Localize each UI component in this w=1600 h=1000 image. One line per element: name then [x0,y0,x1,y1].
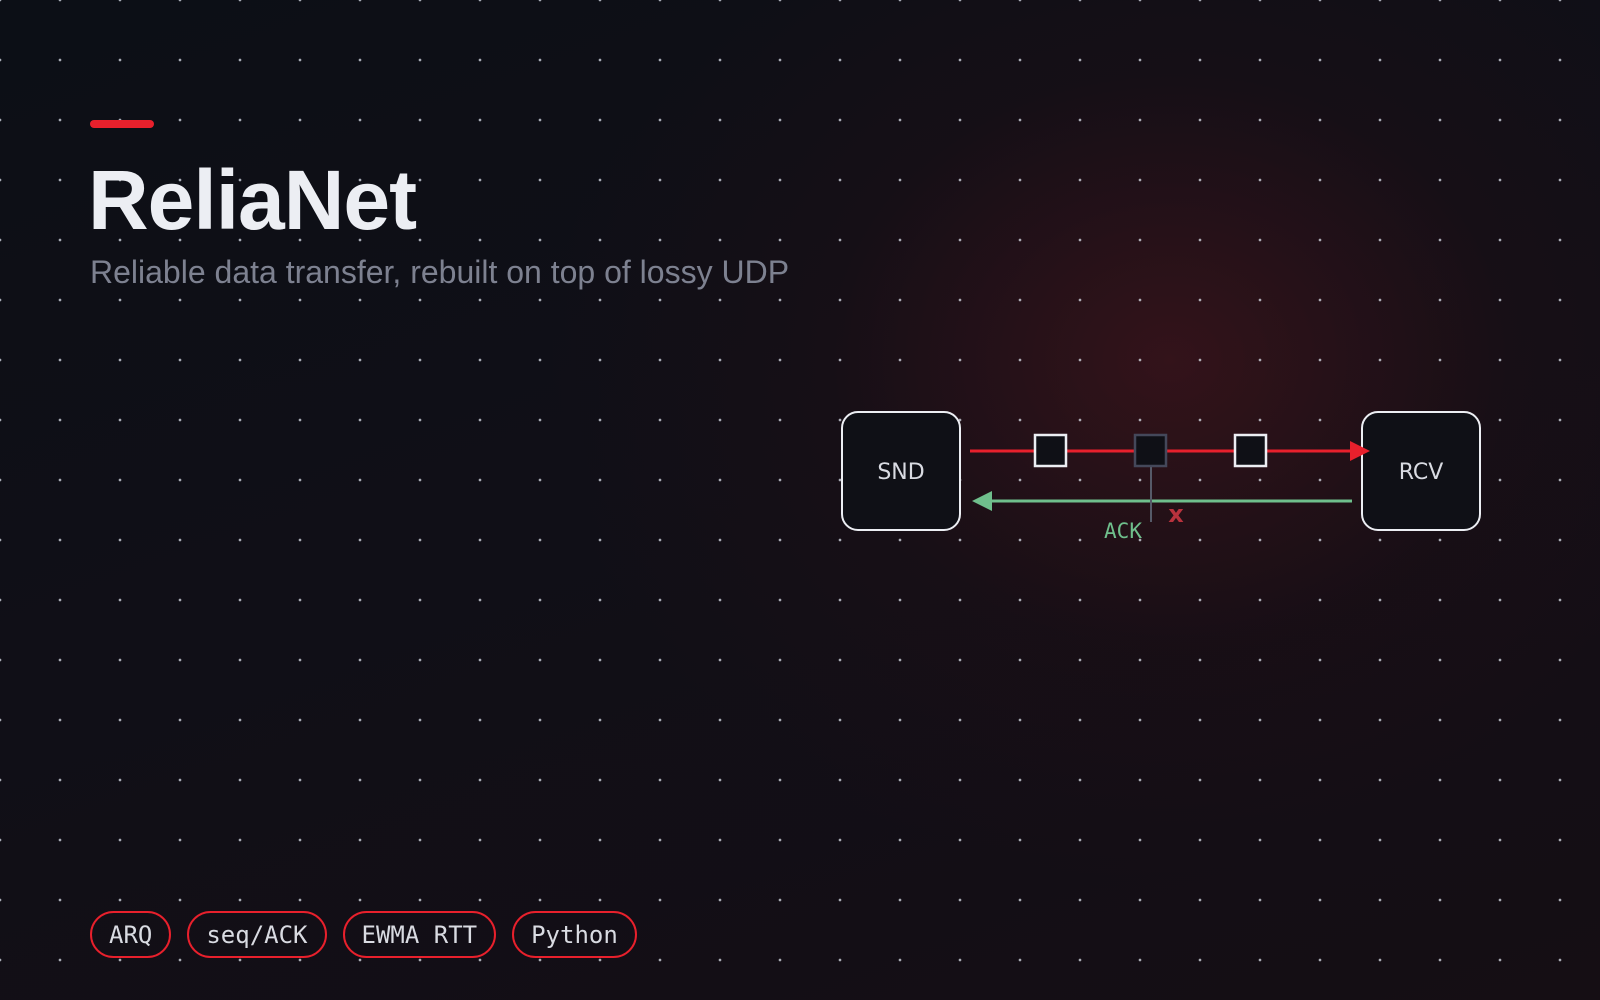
loss-marker-icon: x [1168,500,1184,528]
packet-delivered-1 [1033,433,1068,468]
tag-arq: ARQ [90,911,172,958]
sender-node-label: SND [877,460,924,485]
ack-label: ACK [1104,519,1142,543]
sender-node-box [841,411,961,531]
data-arrow-head-icon [1350,441,1370,461]
accent-bar [90,120,154,128]
page-subtitle: Reliable data transfer, rebuilt on top o… [90,254,790,290]
packet-delivered-2 [1233,433,1268,468]
ack-arrow-head-icon [972,491,992,511]
receiver-node: RCV [1361,411,1481,531]
sender-node: SND [841,411,961,531]
page-title: ReliaNet [88,153,417,247]
tag-ewma-rtt: EWMA RTT [342,911,497,958]
receiver-node-label: RCV [1399,460,1444,485]
tag-list: ARQ seq/ACK EWMA RTT Python [90,911,637,958]
tag-python: Python [512,911,637,958]
packet-lost [1133,433,1168,468]
receiver-node-box [1361,411,1481,531]
tag-seq-ack: seq/ACK [187,911,327,958]
